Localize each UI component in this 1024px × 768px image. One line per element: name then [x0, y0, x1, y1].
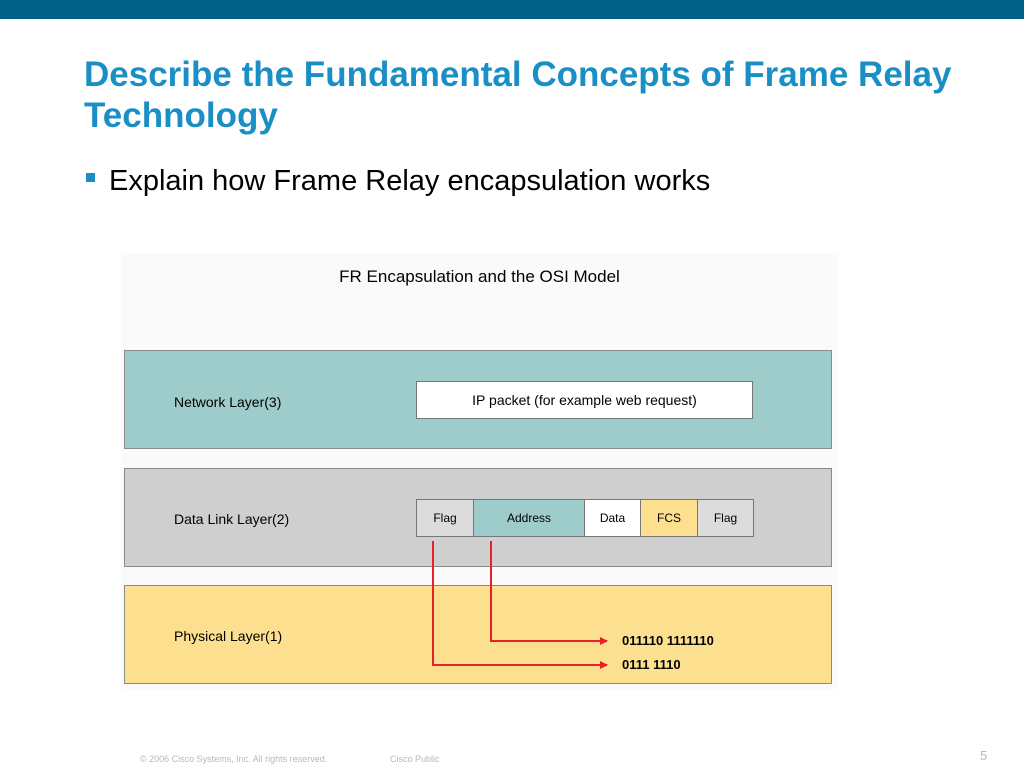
bullet-item: Explain how Frame Relay encapsulation wo… — [84, 162, 984, 202]
frame-relay-frame: Flag Address Data FCS Flag — [416, 499, 754, 537]
data-link-layer: Data Link Layer(2) Flag Address Data FCS… — [124, 468, 832, 567]
frame-address: Address — [473, 499, 585, 537]
footer-copyright: © 2006 Cisco Systems, Inc. All rights re… — [140, 754, 328, 764]
bullet-text: Explain how Frame Relay encapsulation wo… — [109, 165, 711, 197]
page-number: 5 — [980, 748, 988, 763]
fr-encapsulation-diagram: FR Encapsulation and the OSI Model Netwo… — [121, 253, 838, 689]
network-layer: Network Layer(3) IP packet (for example … — [124, 350, 832, 449]
frame-data: Data — [584, 499, 641, 537]
slide-title: Describe the Fundamental Concepts of Fra… — [84, 55, 952, 135]
bit-arrows — [432, 541, 608, 669]
address-arrow — [490, 541, 608, 645]
frame-flag-end: Flag — [697, 499, 754, 537]
data-link-layer-label: Data Link Layer(2) — [174, 511, 290, 527]
frame-fcs: FCS — [640, 499, 698, 537]
flag-bits: 0111 1110 — [622, 657, 681, 672]
flag-arrow — [432, 541, 608, 669]
top-bar — [0, 0, 1024, 19]
physical-layer: Physical Layer(1) — [124, 585, 832, 684]
footer-classification: Cisco Public — [390, 754, 440, 764]
diagram-title: FR Encapsulation and the OSI Model — [339, 267, 620, 286]
address-bits: 011110 1111110 — [622, 633, 714, 648]
physical-layer-label: Physical Layer(1) — [174, 628, 283, 644]
network-layer-label: Network Layer(3) — [174, 394, 282, 410]
square-bullet-icon — [86, 173, 95, 182]
ip-packet-box: IP packet (for example web request) — [416, 381, 753, 419]
